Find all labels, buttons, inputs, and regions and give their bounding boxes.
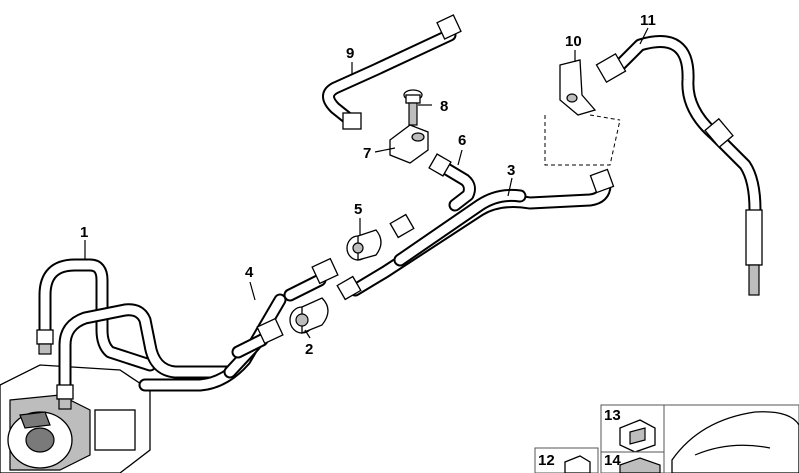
- callout-10: 10: [565, 33, 582, 50]
- callout-13: 13: [604, 407, 621, 424]
- callout-4: 4: [245, 264, 254, 281]
- clip-inset-14[interactable]: [600, 451, 665, 473]
- callout-labels: 1 2 3 4 5 6 7 8 9 10 11 12 13 14: [80, 12, 656, 469]
- bolt-8[interactable]: [403, 89, 423, 126]
- callout-14: 14: [604, 452, 621, 469]
- vehicle-inset: [663, 404, 799, 473]
- callout-8: 8: [440, 98, 448, 115]
- callout-9: 9: [346, 45, 354, 62]
- callout-7: 7: [363, 145, 371, 162]
- pipe-fitting-lower[interactable]: [231, 317, 284, 359]
- leader-lines: [84, 27, 649, 339]
- callout-2: 2: [305, 341, 313, 358]
- callout-3: 3: [507, 162, 515, 179]
- abs-hydraulic-unit: [0, 364, 151, 473]
- bracket-10[interactable]: [544, 59, 621, 166]
- brake-pipe-3[interactable]: [336, 168, 615, 301]
- brake-pipe-1[interactable]: [36, 258, 237, 410]
- pipe-fitting-upper[interactable]: [283, 257, 339, 302]
- elbow-fitting-6[interactable]: [428, 153, 476, 212]
- callout-5: 5: [354, 201, 362, 218]
- clip-inset-12[interactable]: [534, 447, 599, 473]
- callout-11: 11: [640, 12, 656, 29]
- brake-pipe-9[interactable]: [322, 14, 462, 130]
- callout-1: 1: [80, 224, 88, 241]
- connector-block-7[interactable]: [389, 124, 429, 164]
- union-nut-2[interactable]: [289, 297, 329, 334]
- brake-hose-11[interactable]: [595, 35, 763, 296]
- callout-6: 6: [458, 132, 466, 149]
- union-nut-5[interactable]: [346, 229, 382, 261]
- callout-12: 12: [538, 452, 555, 469]
